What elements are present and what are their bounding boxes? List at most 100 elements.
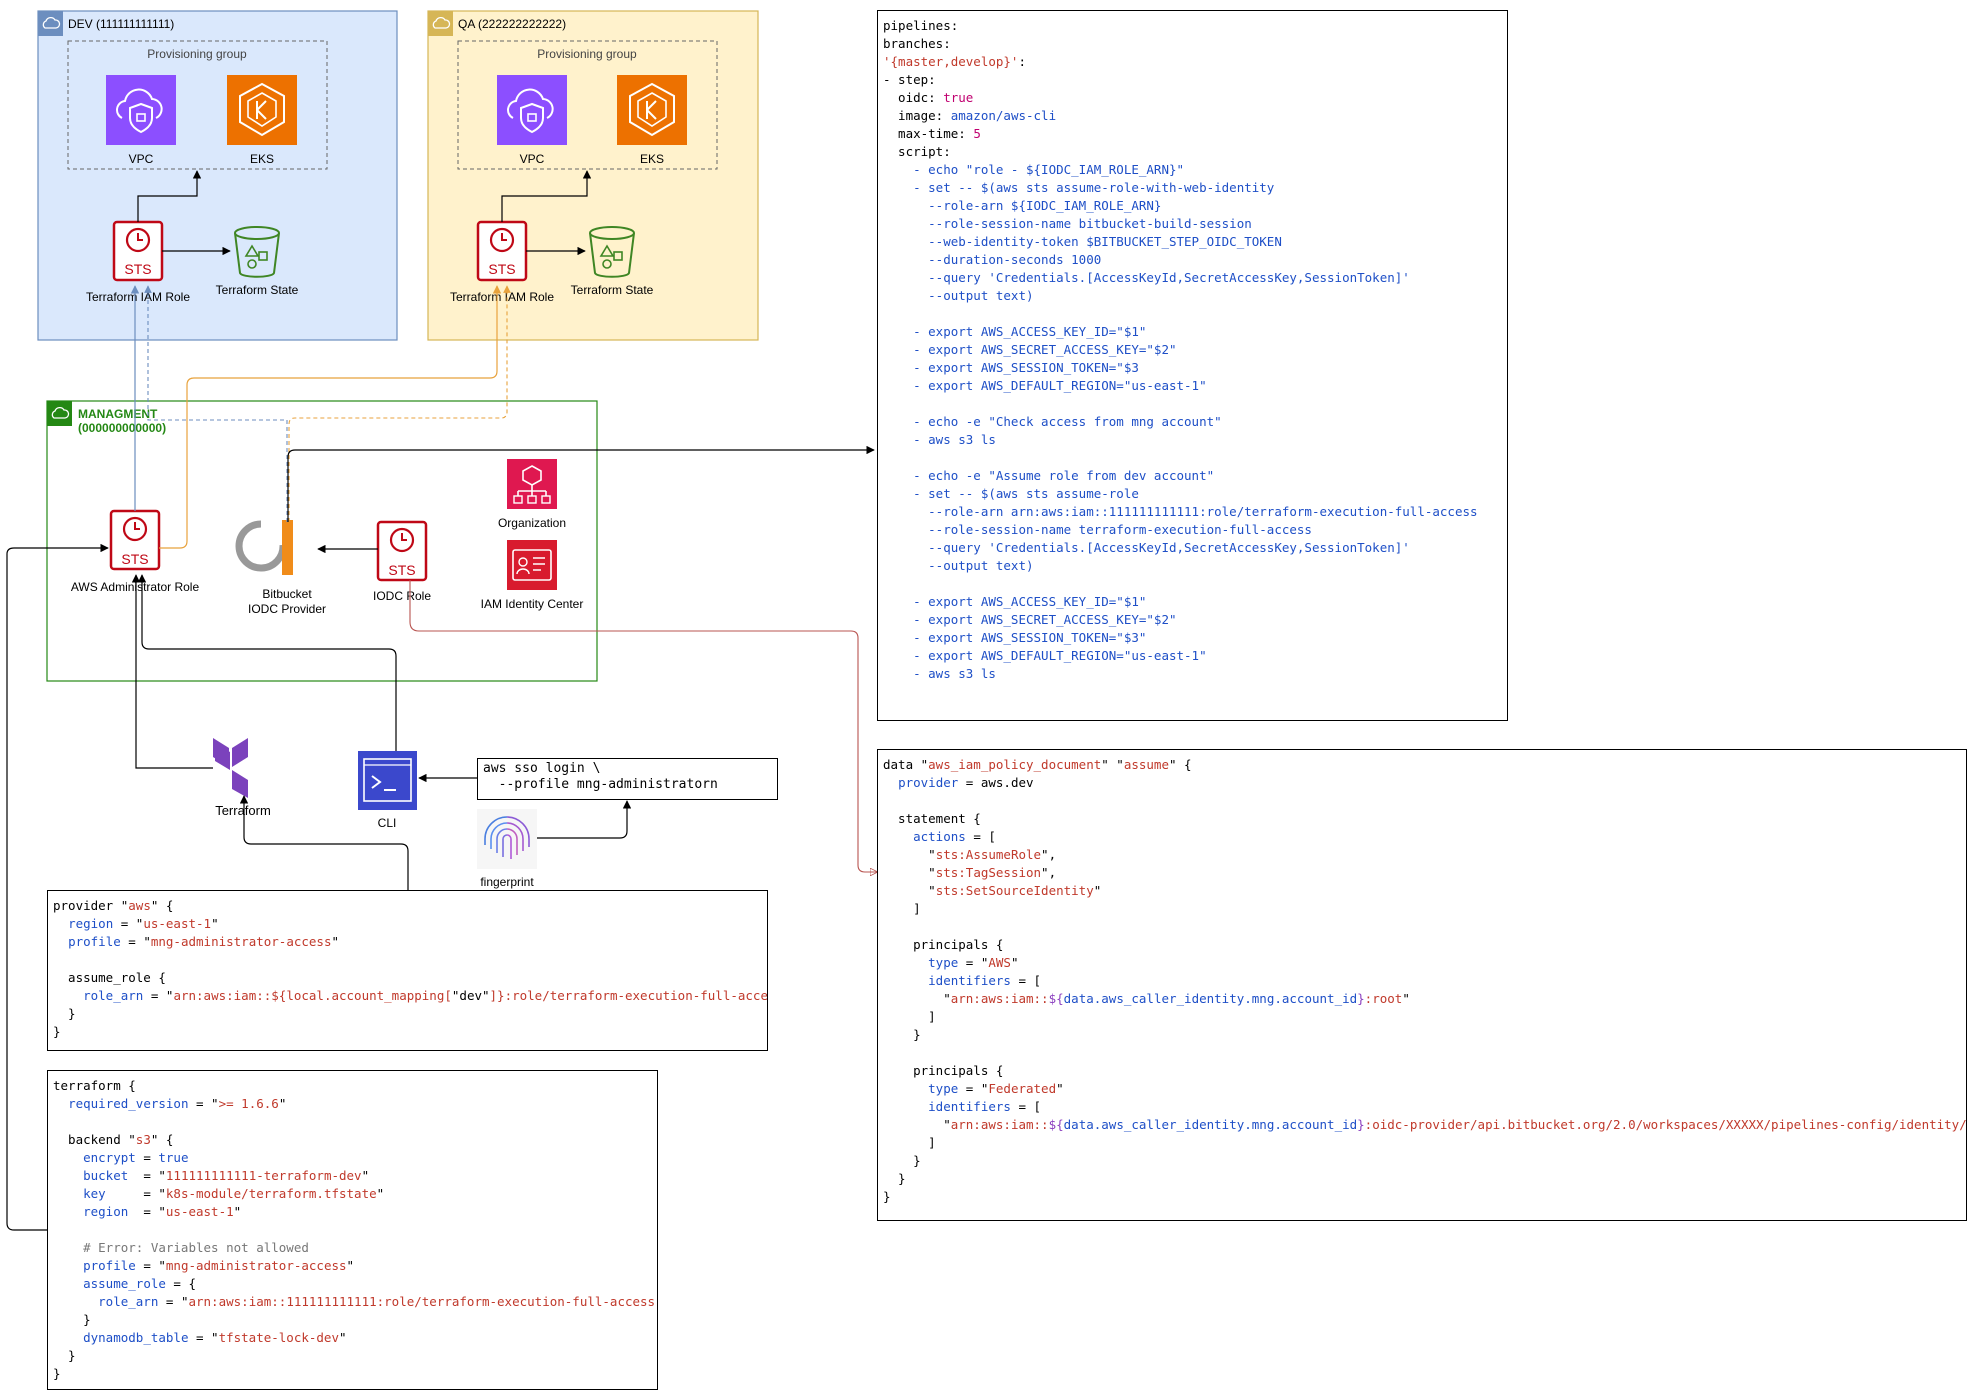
terraform-iam-role-label: Terraform IAM Role: [86, 290, 190, 304]
sts-icon[interactable]: STS: [112, 220, 164, 282]
fingerprint-icon[interactable]: [477, 809, 537, 869]
provisioning-group-label: Provisioning group: [147, 47, 247, 61]
code-line: }: [53, 1348, 76, 1363]
code-line: dynamodb_table = "tfstate-lock-dev": [83, 1330, 347, 1345]
sts-icon[interactable]: STS: [376, 520, 428, 582]
connectors: [6, 170, 877, 1231]
code-line: --output text): [883, 288, 1034, 303]
cli-icon[interactable]: [358, 751, 417, 810]
code-line: provider = aws.dev: [898, 775, 1034, 790]
vpc-icon[interactable]: [106, 75, 176, 145]
code-line: --query 'Credentials.[AccessKeyId,Secret…: [883, 540, 1410, 555]
code-line: encrypt = true: [83, 1150, 189, 1165]
bitbucket-label: Bitbucket: [262, 587, 312, 601]
connector-fingerprint-to-sso: [537, 800, 632, 839]
code-line: "arn:aws:iam::${data.aws_caller_identity…: [883, 1117, 1967, 1132]
code-line: provider "aws" {: [53, 898, 174, 913]
provisioning-group-label: Provisioning group: [537, 47, 637, 61]
code-line: - export AWS_SECRET_ACCESS_KEY="$2": [883, 612, 1177, 627]
code-line: role_arn = "arn:aws:iam::111111111111:ro…: [98, 1294, 657, 1309]
terraform-label: Terraform: [215, 803, 271, 818]
policy-code-block: data "aws_iam_policy_document" "assume" …: [877, 749, 1967, 1221]
organization-icon[interactable]: [507, 459, 557, 509]
connector-oidc-to-pipelines: [287, 445, 875, 522]
code-line: "sts:TagSession",: [883, 865, 1057, 880]
svg-text:STS: STS: [121, 551, 148, 567]
connector-oidc-to-qa: [288, 285, 511, 522]
iodc-role-label: IODC Role: [373, 589, 431, 603]
terraform-icon[interactable]: [212, 728, 248, 798]
code-line: - export AWS_DEFAULT_REGION="us-east-1": [883, 378, 1207, 393]
code-line: identifiers = [: [928, 1099, 1042, 1114]
code-line: --query 'Credentials.[AccessKeyId,Secret…: [883, 270, 1410, 285]
code-line: ]: [883, 901, 921, 916]
sts-icon[interactable]: STS: [109, 509, 161, 571]
provisioning-group: [457, 40, 718, 170]
code-line: profile = "mng-administrator-access": [83, 1258, 355, 1273]
code-line: terraform {: [53, 1078, 136, 1093]
code-line: - set -- $(aws sts assume-role: [883, 486, 1139, 501]
code-line: bucket = "111111111111-terraform-dev": [83, 1168, 370, 1183]
code-line: type = "AWS": [928, 955, 1019, 970]
code-line: oidc: true: [883, 90, 974, 105]
code-line: image: amazon/aws-cli: [883, 108, 1057, 123]
dev-account-group: DEV (111111111111) Provisioning group VP…: [37, 10, 398, 341]
code-line: --role-arn ${IODC_IAM_ROLE_ARN}: [883, 198, 1162, 213]
code-line: principals {: [883, 937, 1004, 952]
connector-admin-to-qa: [159, 285, 502, 549]
oidc-provider-icon[interactable]: [235, 520, 293, 575]
code-line: max-time: 5: [883, 126, 981, 141]
cloud-icon: [47, 401, 72, 426]
sts-icon[interactable]: STS: [476, 220, 528, 282]
code-line: script:: [883, 144, 951, 159]
code-line: identifiers = [: [928, 973, 1042, 988]
code-line: [883, 792, 1961, 810]
provisioning-group: [67, 40, 328, 170]
iam-identity-center-icon[interactable]: [507, 540, 557, 590]
cli-label: CLI: [378, 816, 397, 830]
eks-icon[interactable]: [617, 75, 687, 145]
s3-bucket-icon[interactable]: [234, 226, 280, 278]
dev-account-title: DEV (111111111111): [68, 17, 174, 31]
code-line: required_version = ">= 1.6.6": [68, 1096, 287, 1111]
code-line: --output text): [883, 558, 1034, 573]
provider-code-block: provider "aws" { region = "us-east-1" pr…: [47, 890, 768, 1051]
s3-bucket-icon[interactable]: [589, 226, 635, 278]
code-line: data "aws_iam_policy_document" "assume" …: [883, 757, 1192, 772]
cloud-icon: [428, 11, 453, 36]
code-line: - export AWS_ACCESS_KEY_ID="$1": [883, 594, 1147, 609]
code-line: [883, 1044, 1961, 1062]
code-line: }: [53, 1024, 61, 1039]
code-line: profile = "mng-administrator-access": [68, 934, 340, 949]
code-line: [53, 951, 762, 969]
connector-terraform-to-admin: [131, 574, 213, 769]
code-line: aws sso login \: [483, 761, 601, 776]
code-line: }: [53, 1312, 91, 1327]
management-account-group: MANAGMENT (000000000000) STS AWS Adminis…: [46, 400, 598, 682]
connector-cli-to-admin: [137, 574, 397, 751]
code-line: ]: [883, 1135, 936, 1150]
code-line: - aws s3 ls: [883, 432, 996, 447]
code-line: ]: [883, 1009, 936, 1024]
code-line: --web-identity-token $BITBUCKET_STEP_OID…: [883, 234, 1282, 249]
code-line: }: [883, 1171, 906, 1186]
eks-icon[interactable]: [227, 75, 297, 145]
code-line: - export AWS_SESSION_TOKEN="$3: [883, 360, 1139, 375]
code-line: --role-session-name bitbucket-build-sess…: [883, 216, 1252, 231]
code-line: - export AWS_SECRET_ACCESS_KEY="$2": [883, 342, 1177, 357]
code-line: - echo -e "Check access from mng account…: [883, 414, 1222, 429]
cloud-icon: [38, 11, 63, 36]
code-line: --role-session-name terraform-execution-…: [883, 522, 1312, 537]
code-line: - echo -e "Assume role from dev account": [883, 468, 1215, 483]
aws-administrator-role-label: AWS Administrator Role: [71, 580, 200, 594]
code-line: actions = [: [913, 829, 996, 844]
code-line: assume_role = {: [83, 1276, 197, 1291]
vpc-icon[interactable]: [497, 75, 567, 145]
code-line: - export AWS_SESSION_TOKEN="$3": [883, 630, 1147, 645]
code-line: }: [883, 1153, 921, 1168]
code-line: - export AWS_ACCESS_KEY_ID="$1": [883, 324, 1147, 339]
eks-label: EKS: [250, 152, 274, 166]
iam-identity-center-label: IAM Identity Center: [481, 597, 584, 611]
code-line: region = "us-east-1": [68, 916, 219, 931]
connector-dev-sts-to-group: [137, 170, 202, 222]
